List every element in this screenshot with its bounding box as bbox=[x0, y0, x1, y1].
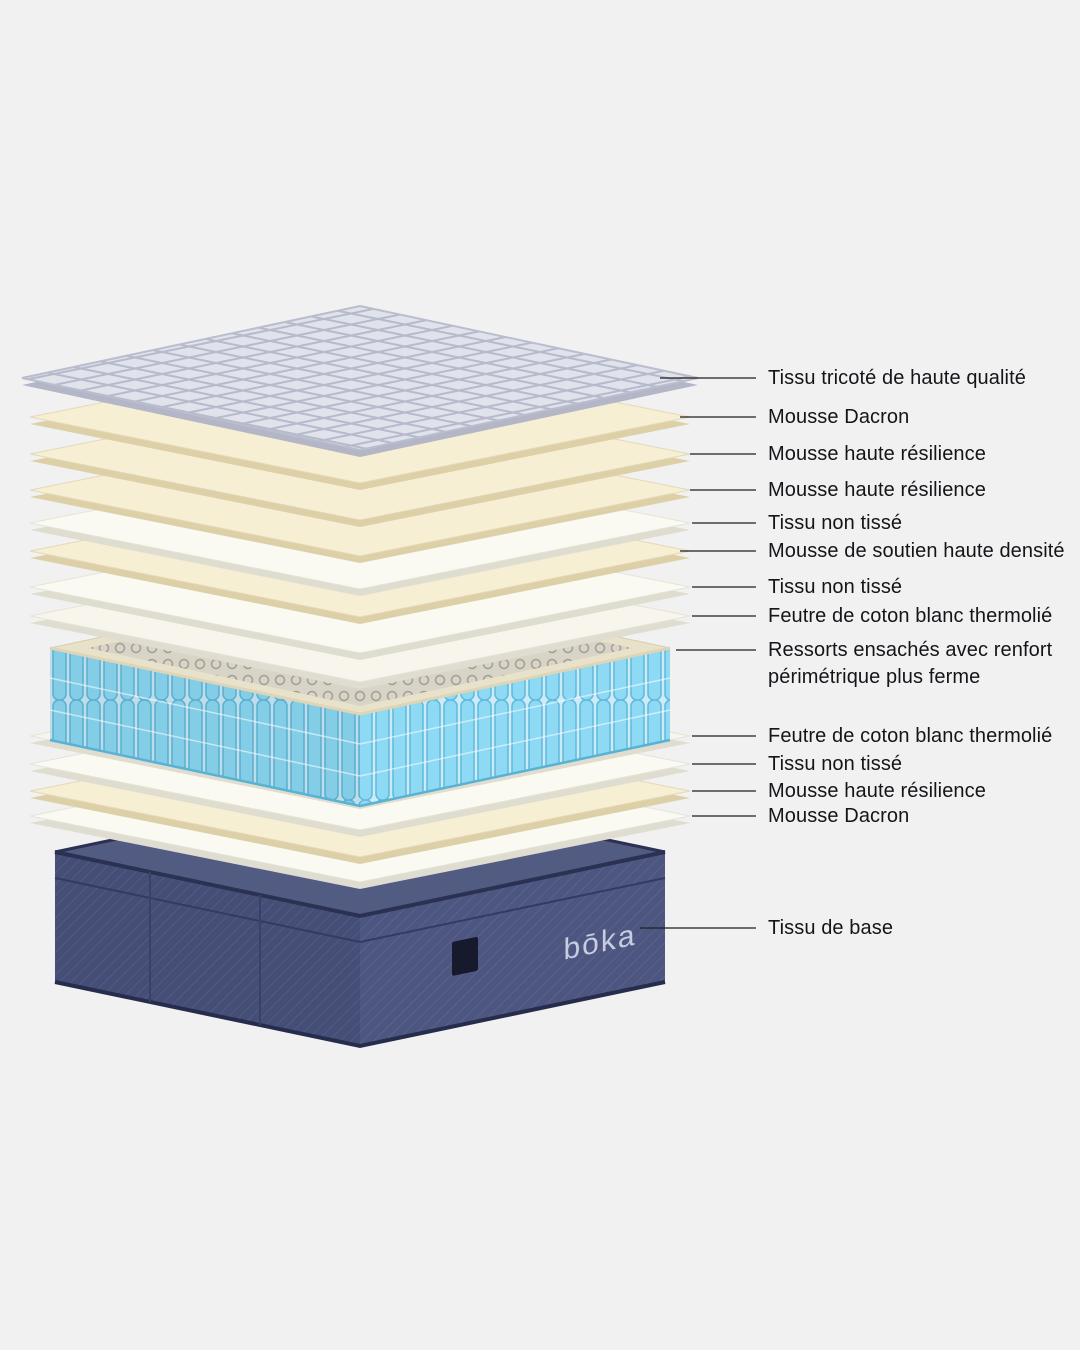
leader-lines bbox=[640, 377, 756, 929]
quilted-top-layer bbox=[21, 304, 699, 457]
brand-tag bbox=[452, 936, 478, 976]
